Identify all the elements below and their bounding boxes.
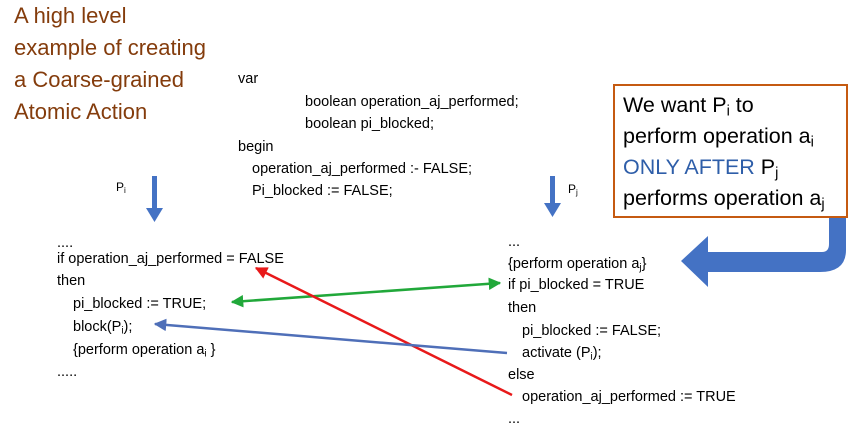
- left-code-block-call: block(Pi);: [73, 319, 133, 337]
- callout-arrow: [681, 218, 846, 287]
- var-keyword: var: [238, 71, 259, 87]
- right-code-ellipsis-bottom: ...: [508, 411, 521, 427]
- right-code-else: else: [508, 367, 535, 383]
- callout-highlight: ONLY AFTER: [623, 155, 755, 179]
- decl-operation-aj-performed: boolean operation_aj_performed;: [305, 94, 519, 110]
- callout-line-3: ONLY AFTER Pj: [623, 155, 779, 182]
- right-code-perform-aj: {perform operation aj}: [508, 256, 647, 274]
- callout-line-4: performs operation aj: [623, 186, 825, 213]
- down-arrow-pi: [146, 176, 163, 222]
- green-double-arrow: [230, 277, 502, 308]
- callout-box: We want Pi to perform operation ai ONLY …: [613, 84, 848, 218]
- left-code-ellipsis-top: ....: [57, 235, 74, 251]
- left-code-set-blocked: pi_blocked := TRUE;: [73, 296, 207, 312]
- init-pi-blocked: Pi_blocked := FALSE;: [252, 183, 393, 199]
- process-label-pi: Pi: [116, 180, 126, 196]
- left-code-perform-ai: {perform operation ai }: [73, 342, 216, 360]
- init-operation-aj-performed: operation_aj_performed :- FALSE;: [252, 161, 473, 177]
- begin-keyword: begin: [238, 139, 274, 155]
- right-code-if-blocked: if pi_blocked = TRUE: [508, 277, 645, 293]
- process-label-pj: Pj: [568, 182, 578, 198]
- slide-title: A high level example of creating a Coars…: [14, 3, 206, 124]
- right-code-clear-blocked: pi_blocked := FALSE;: [522, 323, 662, 339]
- decl-pi-blocked: boolean pi_blocked;: [305, 116, 434, 132]
- right-code-set-performed: operation_aj_performed := TRUE: [522, 389, 736, 405]
- callout-line-2: perform operation ai: [623, 124, 814, 151]
- left-code-ellipsis-bottom: .....: [57, 364, 78, 380]
- callout-line-1: We want Pi to: [623, 93, 754, 120]
- red-arrow: [254, 266, 513, 397]
- right-code-ellipsis-top: ...: [508, 234, 521, 250]
- right-code-then: then: [508, 300, 537, 316]
- right-code-activate-call: activate (Pi);: [522, 345, 602, 363]
- down-arrow-pj: [544, 176, 561, 217]
- left-code-if-condition: if operation_aj_performed = FALSE: [57, 251, 284, 267]
- left-code-then: then: [57, 273, 86, 289]
